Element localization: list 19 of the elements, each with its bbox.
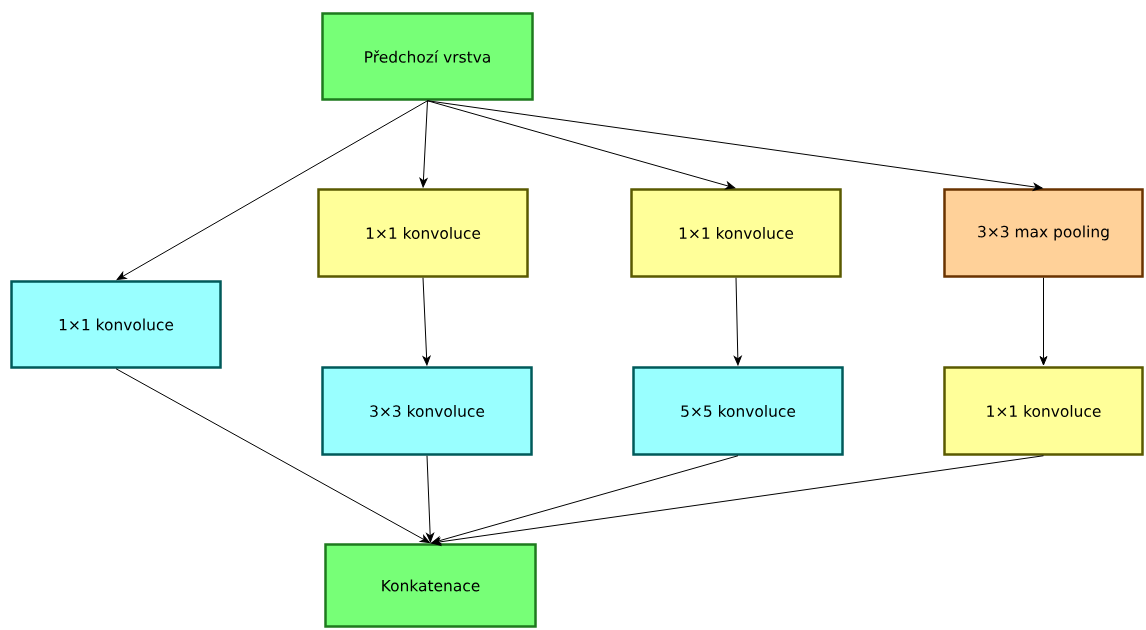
arrow [431, 455, 739, 545]
arrow [431, 455, 1044, 546]
layer-box: 1×1 konvoluce [943, 366, 1144, 456]
layer-box: 3×3 max pooling [943, 188, 1144, 278]
arrow [426, 455, 435, 543]
layer-box: 1×1 konvoluce [317, 188, 529, 278]
arrow [427, 100, 1043, 191]
layer-box: Konkatenace [324, 543, 537, 628]
arrow [1039, 277, 1048, 366]
layer-box: 3×3 konvoluce [321, 366, 533, 456]
layer-box: 5×5 konvoluce [632, 366, 844, 456]
arrow [422, 277, 431, 366]
layer-box: 1×1 konvoluce [10, 280, 222, 369]
layer-box: Předchozí vrstva [321, 12, 534, 101]
layer-box: 1×1 konvoluce [630, 188, 842, 278]
arrow [419, 100, 428, 188]
arrow [115, 368, 430, 544]
arrow [116, 100, 428, 281]
arrow [733, 277, 742, 366]
